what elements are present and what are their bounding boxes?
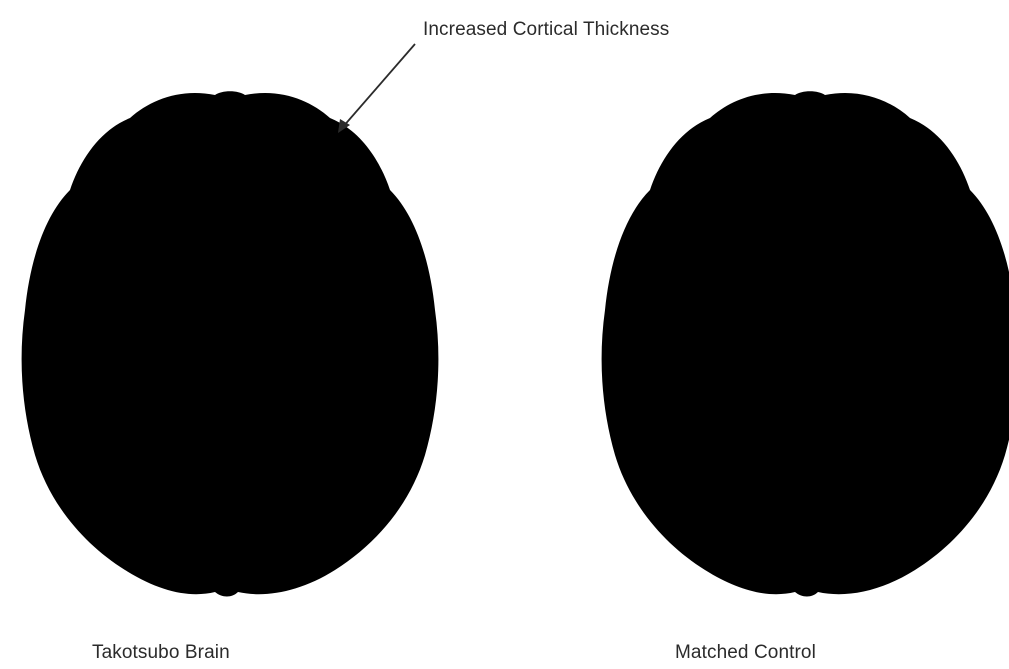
takotsubo-brain-caption: Takotsubo Brain	[92, 642, 230, 664]
annotation-label: Increased Cortical Thickness	[423, 19, 669, 41]
takotsubo-brain-illustration	[22, 91, 439, 596]
matched-control-caption: Matched Control	[675, 642, 816, 664]
matched-control-brain-illustration	[602, 91, 1009, 596]
annotation-arrow	[342, 44, 415, 128]
